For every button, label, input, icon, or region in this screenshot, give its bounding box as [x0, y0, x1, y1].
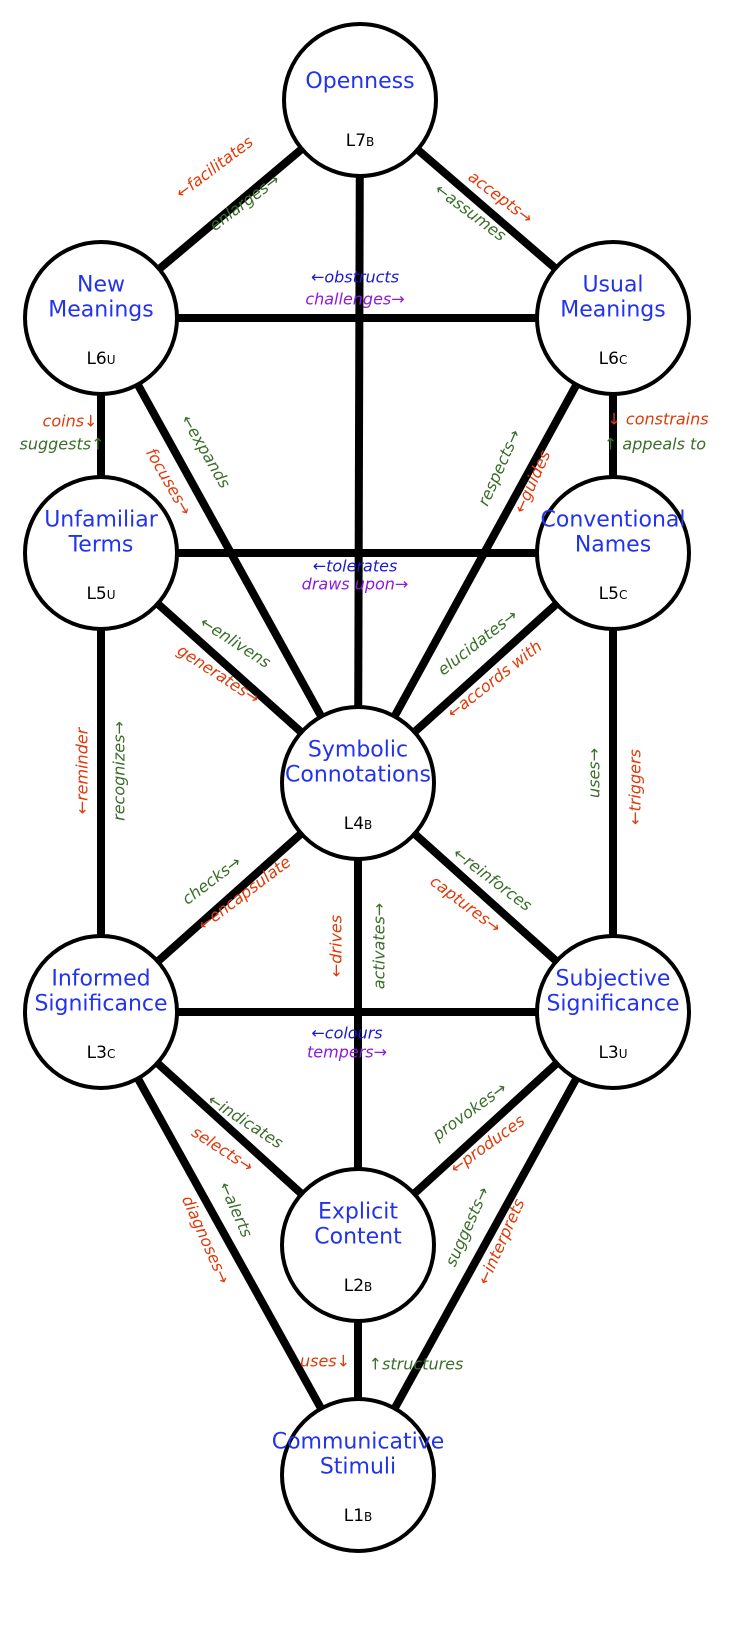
- node-circle: [535, 240, 691, 396]
- edge-label: uses↓: [300, 1352, 350, 1371]
- edge-label: ↑structures: [369, 1355, 464, 1374]
- node-level: L6: [86, 349, 106, 369]
- edge-l3u-l1: [354, 1010, 617, 1477]
- node-level: L2: [344, 1276, 364, 1296]
- node-circle: [280, 1397, 436, 1553]
- node-level-suffix: C: [107, 1047, 115, 1061]
- edge-label: activates→: [370, 903, 389, 989]
- node-level-label: L4B: [344, 814, 373, 834]
- node-title-line: Meanings: [48, 298, 153, 323]
- node-title-line: Terms: [68, 533, 134, 558]
- edge-label: coins↓: [43, 412, 98, 431]
- node-circle: [535, 934, 691, 1090]
- node-level-label: L3U: [598, 1043, 627, 1063]
- node-title-line: Meanings: [560, 298, 665, 323]
- node-title-line: Stimuli: [320, 1455, 396, 1480]
- node-circle: [280, 705, 436, 861]
- node-title-line: Usual: [582, 273, 643, 298]
- node-title-line: Subjective: [556, 967, 671, 992]
- node-level-suffix: C: [619, 353, 627, 367]
- node-title-line: Significance: [546, 992, 679, 1017]
- edge-label: ←drives: [327, 915, 346, 977]
- edge-label: enlarges→: [206, 170, 283, 235]
- edge-label: tempers→: [307, 1043, 387, 1062]
- node-level-label: L1B: [344, 1506, 373, 1526]
- node-title-line: Names: [575, 533, 651, 558]
- node-level-label: L6U: [86, 349, 115, 369]
- node-level-suffix: B: [364, 1280, 372, 1294]
- node-title-line: Informed: [51, 967, 150, 992]
- node-level: L7: [346, 131, 366, 151]
- edge-label: ↓ constrains: [607, 410, 708, 429]
- node-level-suffix: C: [619, 588, 627, 602]
- edge-label: ←colours: [311, 1024, 382, 1043]
- node-circle: [282, 22, 438, 178]
- node-title-line: New: [77, 273, 125, 298]
- edge-label: ←guides: [510, 447, 554, 515]
- node-title-line: Explicit: [318, 1200, 398, 1225]
- node-level: L1: [344, 1506, 364, 1526]
- node-level: L5: [86, 584, 106, 604]
- node-level-suffix: U: [107, 588, 116, 602]
- node-level-suffix: U: [619, 1047, 628, 1061]
- node-level-suffix: U: [107, 353, 116, 367]
- edge-l7-l4: [354, 99, 364, 784]
- node-title-line: Unfamiliar: [44, 508, 159, 533]
- node-level-label: L6C: [599, 349, 628, 369]
- node-circle: [280, 1167, 436, 1323]
- edge-label: recognizes→: [110, 721, 129, 821]
- edge-l3c-l1: [97, 1010, 362, 1477]
- node-circle: [23, 240, 179, 396]
- node-level: L6: [599, 349, 619, 369]
- edge-label: uses→: [585, 748, 604, 798]
- node-level: L3: [87, 1043, 107, 1063]
- node-level: L5: [599, 584, 619, 604]
- node-title-line: Conventional: [541, 508, 686, 533]
- node-level-label: L5C: [599, 584, 628, 604]
- node-level-suffix: B: [366, 135, 374, 149]
- edge-label: challenges→: [305, 290, 404, 309]
- node-level-suffix: B: [364, 818, 372, 832]
- node-title-line: Symbolic: [308, 738, 408, 763]
- edge-label: ←obstructs: [311, 268, 399, 287]
- node-level-label: L5U: [86, 584, 115, 604]
- edge-label: ←reminder: [73, 726, 92, 814]
- edge-label: ←tolerates: [313, 557, 398, 576]
- node-level: L4: [344, 814, 364, 834]
- edge-label: ←triggers: [626, 749, 645, 825]
- edge-label: draws upon→: [302, 575, 409, 594]
- edge-label: suggests↑: [20, 435, 105, 454]
- node-title-line: Significance: [34, 992, 167, 1017]
- node-circle: [23, 934, 179, 1090]
- node-title-line: Openness: [305, 69, 414, 94]
- node-circle: [535, 475, 691, 631]
- node-level-suffix: B: [364, 1510, 372, 1524]
- node-level: L3: [598, 1043, 618, 1063]
- node-circle: [23, 475, 179, 631]
- node-level-label: L3C: [87, 1043, 116, 1063]
- nodes-layer: OpennessL7BNewMeaningsL6UUsualMeaningsL6…: [23, 22, 691, 1553]
- node-title-line: Content: [314, 1225, 402, 1250]
- node-level-label: L7B: [346, 131, 375, 151]
- edge-label: ↑ appeals to: [604, 435, 706, 454]
- node-level-label: L2B: [344, 1276, 373, 1296]
- node-title-line: Communicative: [272, 1430, 445, 1455]
- node-title-line: Connotations: [285, 763, 431, 788]
